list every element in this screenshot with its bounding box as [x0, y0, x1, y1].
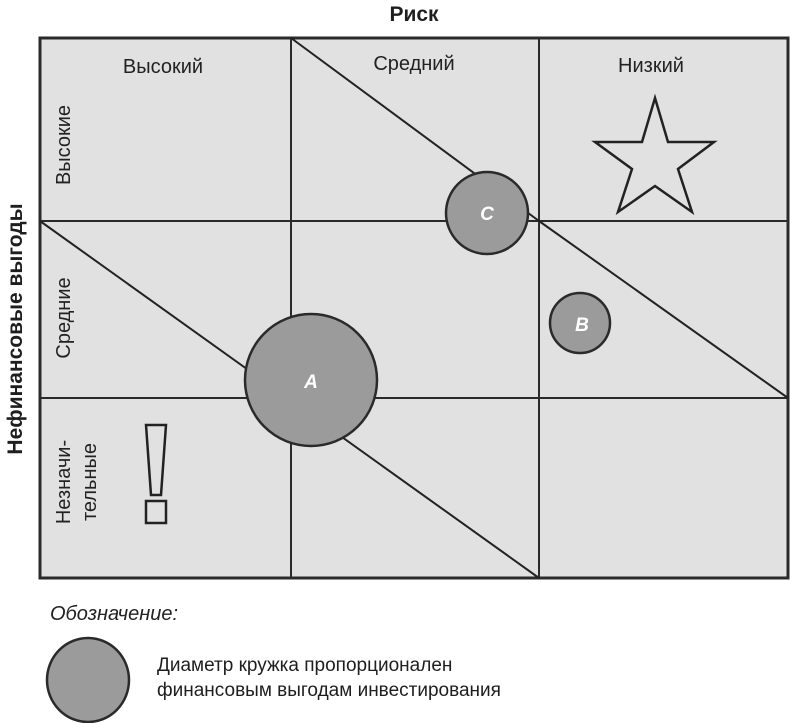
- column-label-low: Низкий: [618, 55, 684, 77]
- column-label-high: Высокий: [123, 56, 203, 78]
- bubble-c-label: C: [480, 204, 494, 225]
- row-label-medium: Средние: [53, 277, 75, 358]
- row-label-high: Высокие: [53, 105, 75, 185]
- diagonal-right: [538, 220, 789, 399]
- legend-title: Обозначение:: [50, 603, 178, 625]
- y-axis-title: Нефинансовые выгоды: [4, 203, 27, 454]
- grid-lines: [40, 38, 788, 578]
- legend-text-line2: финансовым выгодам инвестирования: [157, 680, 501, 701]
- matrix-frame: [38, 36, 790, 580]
- row-label-insignificant-2: тельные: [79, 443, 101, 521]
- bubble-a-label: A: [303, 372, 318, 393]
- legend-circle-icon: [45, 636, 131, 723]
- bubble-a: A: [243, 312, 379, 448]
- bubble-b-label: B: [575, 315, 589, 336]
- star-icon: [591, 93, 718, 216]
- legend-text-line1: Диаметр кружка пропорционален: [157, 655, 452, 676]
- bubble-c: C: [444, 170, 530, 256]
- column-label-medium: Средний: [373, 53, 454, 75]
- bubble-b: B: [548, 291, 612, 355]
- row-label-insignificant-1: Незначи-: [53, 440, 75, 524]
- x-axis-title: Риск: [389, 3, 439, 26]
- exclamation-icon: [144, 423, 168, 525]
